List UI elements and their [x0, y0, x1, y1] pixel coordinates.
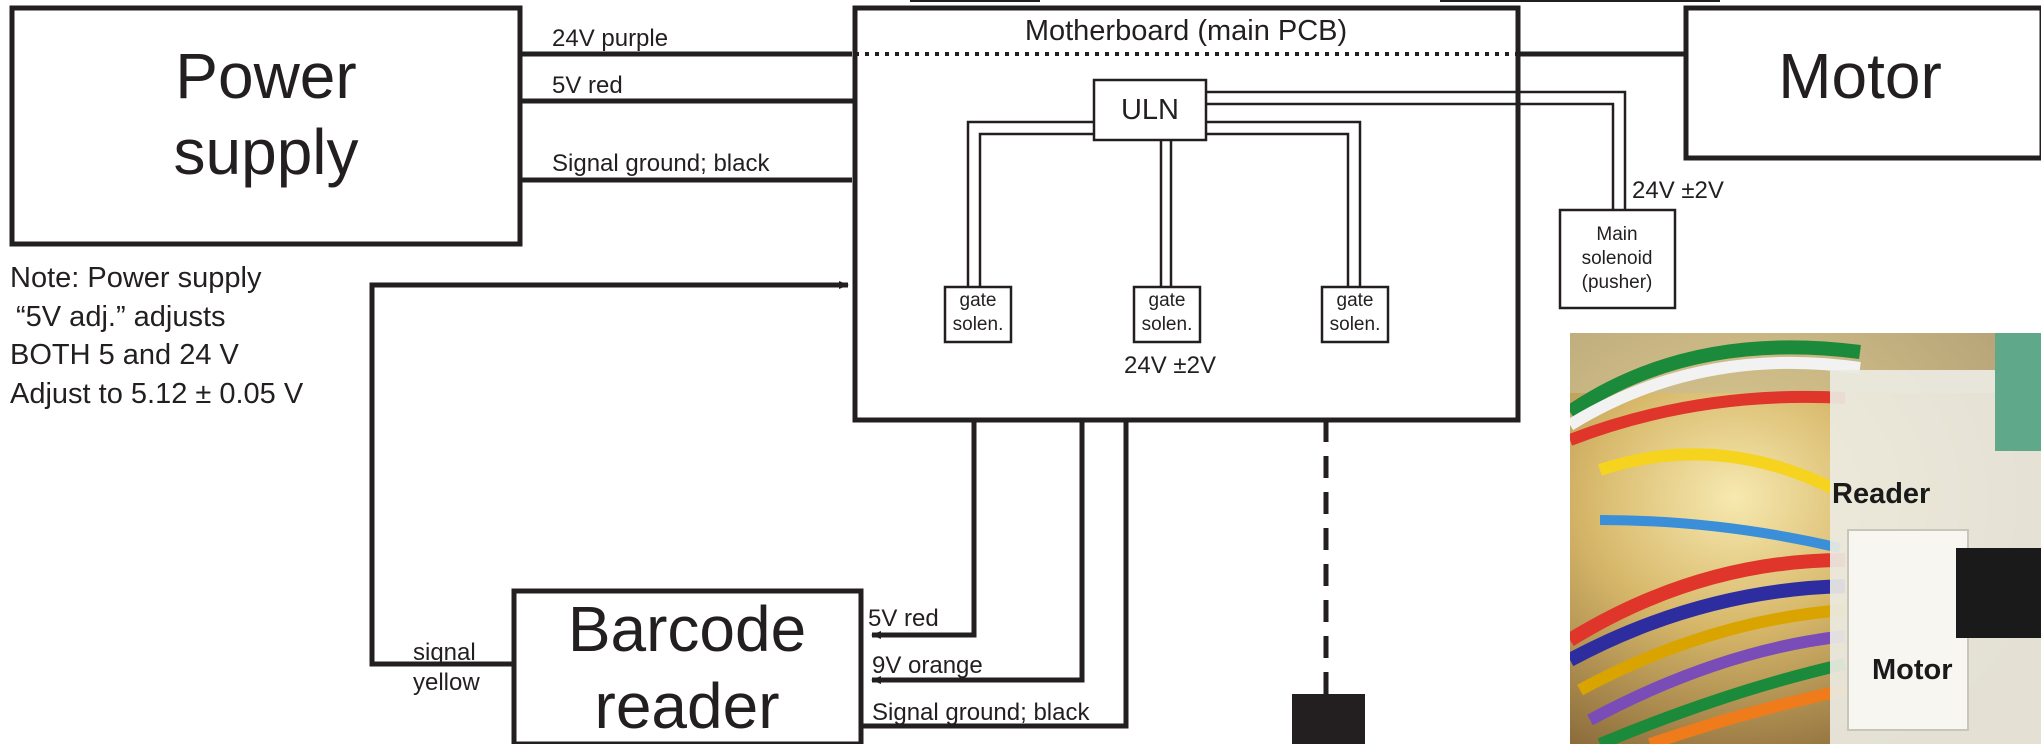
note-line: “5V adj.” adjusts	[16, 301, 226, 333]
wire-reader-9v	[871, 420, 1085, 684]
gate-solenoid-label: gate	[1337, 290, 1374, 311]
uln-traces	[966, 90, 1627, 290]
wire-reader-ground	[861, 420, 1129, 729]
motherboard-block: Motherboard (main PCB)	[852, 5, 1521, 423]
gate-solenoid: gate solen.	[943, 285, 1013, 344]
reader-5v-label: 5V red	[868, 605, 939, 632]
barcode-reader-block: Barcode reader	[511, 588, 864, 744]
power-supply-label: supply	[174, 116, 359, 188]
note-line: BOTH 5 and 24 V	[10, 339, 240, 371]
note-block: Note: Power supply “5V adj.” adjusts BOT…	[10, 262, 304, 410]
gate-solenoid-label: solen.	[953, 314, 1004, 335]
note-line: Note: Power supply	[10, 262, 262, 294]
motherboard-title: Motherboard (main PCB)	[1025, 15, 1347, 47]
motor-label: Motor	[1778, 40, 1942, 112]
note-line: Adjust to 5.12 ± 0.05 V	[10, 378, 304, 410]
wire-ground-label: Signal ground; black	[552, 150, 770, 177]
motor-block: Motor	[1683, 5, 2041, 161]
gate-solenoid-label: gate	[960, 290, 997, 311]
barcode-reader-label: reader	[595, 670, 780, 742]
main-solenoid: Main solenoid (pusher)	[1558, 208, 1677, 310]
main-solenoid-voltage-label: 24V ±2V	[1632, 177, 1724, 204]
wire-24v-label: 24V purple	[552, 25, 668, 52]
main-solenoid-label: (pusher)	[1582, 272, 1653, 293]
gate-solenoid: gate solen.	[1132, 285, 1202, 344]
uln-chip: ULN	[1092, 78, 1208, 142]
gate-solenoid-label: gate	[1149, 290, 1186, 311]
photo-motor-label: Motor	[1872, 654, 1953, 686]
main-solenoid-label: Main	[1596, 224, 1637, 245]
connector-photo: Reader Motor	[1570, 333, 2041, 744]
reader-ground-label: Signal ground; black	[872, 699, 1090, 726]
power-supply-label: Power	[175, 40, 356, 112]
main-solenoid-label: solenoid	[1582, 248, 1653, 269]
gate-voltage-label: 24V ±2V	[1124, 352, 1216, 379]
uln-label: ULN	[1121, 94, 1179, 126]
wire-signal	[369, 281, 849, 667]
photo-reader-label: Reader	[1832, 478, 1930, 510]
signal-label: yellow	[413, 669, 480, 696]
signal-label: signal	[413, 639, 476, 666]
reader-9v-label: 9V orange	[872, 652, 983, 679]
gate-solenoid: gate solen.	[1320, 285, 1390, 344]
barcode-reader-label: Barcode	[568, 593, 806, 665]
black-connector-block	[1292, 694, 1365, 744]
gate-solenoid-label: solen.	[1142, 314, 1193, 335]
wire-reader-5v	[871, 420, 977, 639]
gate-solenoid-label: solen.	[1330, 314, 1381, 335]
power-supply-block: Power supply	[9, 5, 523, 247]
wire-5v-label: 5V red	[552, 72, 623, 99]
